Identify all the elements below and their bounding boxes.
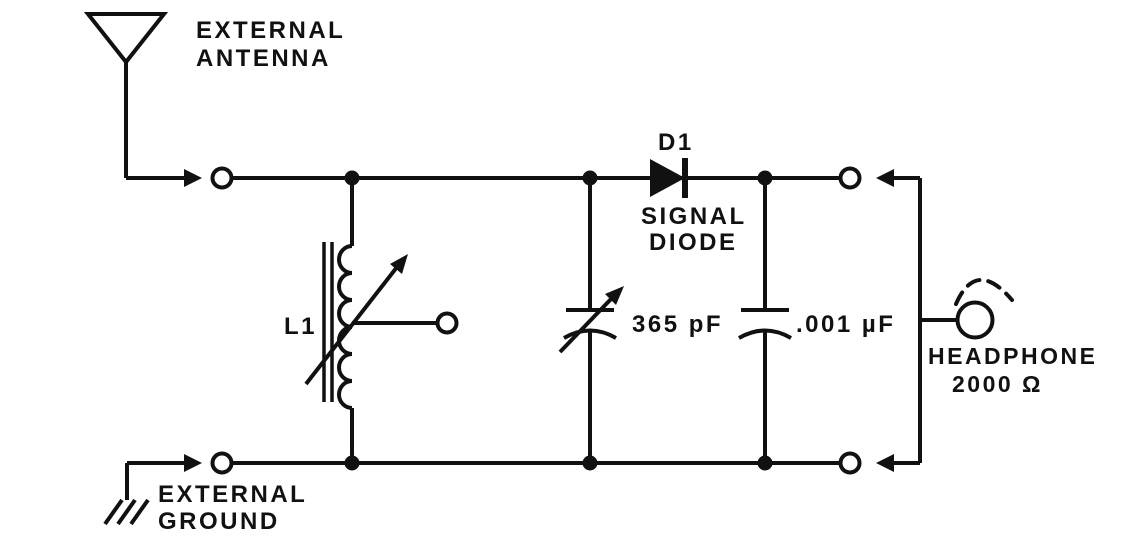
ground-terminal xyxy=(210,451,234,475)
tuning-cap-arrow-icon xyxy=(605,286,624,305)
coil-tap-terminal xyxy=(435,311,459,335)
output-terminal-bottom xyxy=(838,451,862,475)
bottom-rail xyxy=(210,451,862,475)
headphone-band-icon xyxy=(954,278,1014,306)
signal-diode xyxy=(650,158,688,198)
headphone-label-line2: 2000 Ω xyxy=(952,371,1043,397)
antenna-symbol xyxy=(83,12,202,187)
coil-ref-label: L1 xyxy=(284,313,317,340)
top-rail xyxy=(210,166,862,190)
headphone-label-line1: HEADPHONE xyxy=(928,343,1097,369)
antenna-triangle xyxy=(83,12,169,66)
headphone-earpiece-icon xyxy=(955,300,995,340)
coil-l1 xyxy=(304,178,459,463)
antenna-label-line2: ANTENNA xyxy=(196,45,331,72)
diode-label-line2: DIODE xyxy=(649,229,738,256)
output-terminal-top xyxy=(838,166,862,190)
coil-adjust-arrow-shaft xyxy=(304,265,399,386)
diode-label-line1: SIGNAL xyxy=(641,203,747,230)
coil-adjust-arrow-icon xyxy=(390,254,408,274)
headphone-arrow-bottom-icon xyxy=(876,454,894,472)
ground-label-line2: GROUND xyxy=(158,508,280,535)
bypass-cap-value-label: .001 µF xyxy=(796,311,895,338)
ground-arrow-icon xyxy=(184,454,202,472)
antenna-arrow-icon xyxy=(184,169,202,187)
tuning-cap-curved-plate xyxy=(563,328,617,340)
diode-ref-label: D1 xyxy=(658,129,694,156)
bypass-cap-curved-plate xyxy=(738,328,792,340)
ground-label-line1: EXTERNAL xyxy=(158,481,307,508)
antenna-label-line1: EXTERNAL xyxy=(196,17,345,44)
headphone-arrow-top-icon xyxy=(876,169,894,187)
bypass-capacitor xyxy=(738,178,792,463)
ground-symbol xyxy=(103,454,202,526)
tuning-cap-arrow-shaft xyxy=(558,296,614,354)
antenna-terminal xyxy=(210,166,234,190)
diode-triangle xyxy=(650,159,685,197)
headphone-branch xyxy=(876,169,1014,472)
tuning-capacitor xyxy=(558,178,624,463)
headphone-rail xyxy=(892,176,922,465)
earth-ground-icon xyxy=(103,498,150,526)
tuning-cap-value-label: 365 pF xyxy=(632,311,723,338)
coil-core-lines xyxy=(322,242,334,402)
